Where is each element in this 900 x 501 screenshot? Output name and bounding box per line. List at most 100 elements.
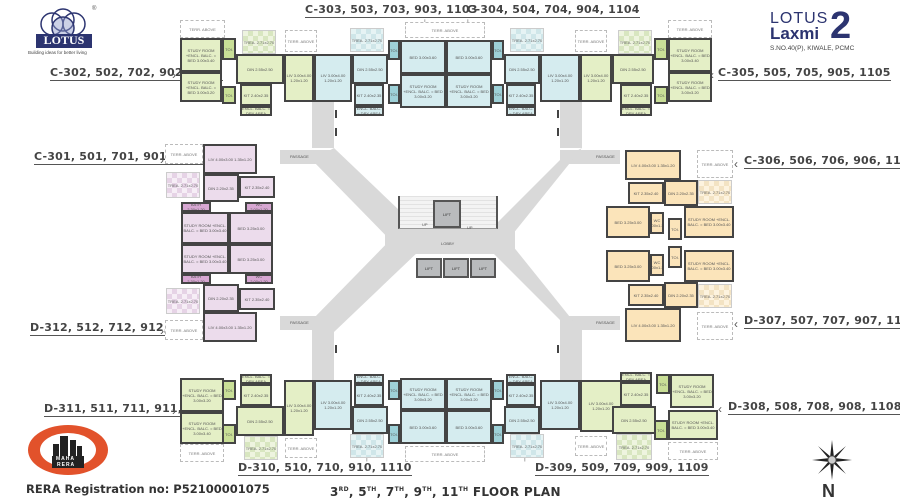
unit-label-c302: C-302, 502, 702, 902, 1102 — [50, 66, 223, 81]
terrace-trea: TREA. 2.71x2.70 — [244, 436, 278, 460]
room-kit: KIT 2.40x2.35 — [620, 382, 652, 406]
room-toilet: TOI. — [668, 218, 682, 240]
room-dry: ENCL. BALC. = DRY AREA — [354, 374, 384, 384]
room-bed: BED 3.00x3.60 — [446, 40, 492, 74]
arrow-left-icon: ‹ — [734, 317, 738, 331]
terrace-trea: TREA. 2.71x2.70 — [616, 434, 652, 460]
project-name-line2: Laxmi — [770, 24, 820, 43]
room-din: DIN 2.55x2.50 — [236, 54, 284, 84]
room-liv: LIV 4.00x3.00 1.35x1.20 — [625, 150, 681, 180]
room-toilet: WC 2.00x1.20 — [650, 254, 664, 276]
room-study: STUDY ROOM +ENCL. BALC. = BED 3.00x3.40 — [181, 244, 229, 274]
room-kit: KIT 2.35x2.40 — [239, 176, 275, 198]
arrow-right-icon: › — [172, 68, 176, 82]
room-study: STUDY ROOM +ENCL. BALC. = BED 3.00x3.20 — [670, 374, 714, 408]
room-kit: KIT 2.40x2.35 — [506, 84, 536, 106]
room-bed: BED 3.25x3.00 — [606, 206, 650, 238]
terrace-above: TERR. ABOVE — [180, 444, 224, 462]
room-toilet: TOI. — [388, 424, 400, 444]
tagline: Building ideas for better living — [28, 50, 87, 55]
terrace-trea: TREA. 2.71x2.70 — [350, 434, 384, 458]
room-din: DIN 2.55x2.50 — [352, 54, 388, 84]
room-study: STUDY ROOM +ENCL. BALC. = BED 3.00x3.20 — [446, 378, 492, 410]
room-wc: WC 2.00x1.20 — [245, 274, 273, 284]
room-wc: WC 2.00x1.20 — [245, 202, 273, 212]
room-study: STUDY ROOM +ENCL. BALC. = BED 3.00x3.20 — [180, 378, 224, 412]
room-liv: LIV 3.00x4.00 1.20x1.20 — [314, 54, 352, 102]
terrace-trea: TREA. 2.71x2.70 — [166, 288, 200, 314]
room-din: DIN 2.55x2.50 — [612, 406, 656, 434]
room-toilet: TOI. — [388, 380, 400, 400]
passage-label: PASSAGE — [290, 320, 309, 325]
room-toilet: WC 2.00x1.20 — [650, 212, 664, 234]
terrace-trea: TREA. 2.71x2.70 — [242, 30, 276, 54]
terrace-above: TERR. ABOVE — [285, 30, 317, 52]
unit-label-d312: D-312, 512, 712, 912, 1112 — [30, 321, 204, 336]
room-liv: LIV 4.00x3.00 1.35x1.20 — [625, 308, 681, 342]
room-liv: LIV 3.00x4.00 1.20x1.20 — [284, 54, 314, 102]
room-liv: LIV 4.00x3.00 1.35x1.20 — [203, 312, 257, 342]
terrace-trea: TREA. 2.71x2.70 — [698, 180, 732, 204]
room-din: DIN 2.20x2.35 — [664, 180, 698, 206]
room-toilet: TOI. — [222, 424, 236, 444]
terrace-trea: TREA. 2.71x2.70 — [510, 434, 544, 458]
terrace-trea: TREA. 2.71x2.70 — [618, 30, 652, 54]
room-din: DIN 2.20x2.35 — [664, 282, 698, 308]
compass-rose-icon — [812, 440, 852, 480]
room-kit: KIT 2.40x2.35 — [240, 84, 272, 106]
terrace-above: TERR. ABOVE — [575, 436, 607, 456]
room-study: STUDY ROOM +ENCL. BALC. = BED 3.00x3.20 — [400, 74, 446, 108]
room-din: DIN 2.55x2.50 — [236, 406, 284, 436]
terrace-above: TERR. ABOVE — [575, 30, 607, 52]
room-bath: BATH 2.30x1.20 — [181, 274, 211, 284]
room-bed: BED 3.25x3.00 — [229, 244, 273, 274]
room-toilet: TOI. — [654, 38, 668, 60]
terrace-above: TERR. ABOVE — [285, 438, 317, 458]
room-dry: ENCL. BALC. = DRY AREA — [506, 106, 536, 116]
unit-label-d308: D-308, 508, 708, 908, 1108 — [728, 400, 900, 415]
terrace-above: TERR. ABOVE — [180, 20, 225, 38]
unit-label-c301: C-301, 501, 701, 901, 1101 — [34, 150, 207, 165]
compass-north-label: N — [822, 481, 835, 501]
room-toilet: TOI. — [654, 420, 668, 440]
arrow-right-icon: › — [160, 153, 164, 167]
lobby-label: LOBBY — [441, 241, 455, 246]
unit-label-c305: C-305, 505, 705, 905, 1105 — [718, 66, 891, 81]
room-liv: LIV 4.00x3.00 1.35x1.20 — [203, 144, 257, 174]
room-bed: BED 3.00x3.60 — [400, 410, 446, 444]
room-dry: ENCL. BALC. = DRY AREA — [506, 374, 536, 384]
arrow-left-icon: ‹ — [734, 157, 738, 171]
room-kit: KIT 2.40x2.35 — [354, 84, 384, 106]
room-kit: KIT 2.40x2.35 — [240, 384, 272, 406]
room-din: DIN 2.55x2.50 — [504, 54, 540, 84]
lift-3: LIFT — [470, 258, 496, 278]
room-liv: LIV 3.00x4.00 1.20x1.20 — [580, 54, 612, 102]
room-study: STUDY ROOM +ENCL. BALC. = BED 3.00x3.40 — [668, 410, 718, 440]
terrace-trea: TREA. 2.71x2.70 — [510, 28, 544, 52]
room-toilet: TOI. — [388, 84, 400, 104]
room-liv: LIV 3.00x4.00 1.20x1.20 — [540, 380, 580, 430]
project-name-line1: LOTUS — [770, 10, 829, 27]
room-study: STUDY ROOM +ENCL. BALC. = BED 3.00x3.40 — [684, 206, 734, 238]
room-dry: ENCL. BALC. = DRY AREA — [354, 106, 384, 116]
room-toilet: TOI. — [654, 86, 668, 104]
lift-2: LIFT — [443, 258, 469, 278]
passage-label: PASSAGE — [596, 320, 615, 325]
terrace-trea: TREA. 2.71x2.70 — [350, 28, 384, 52]
room-study: STUDY ROOM +ENCL. BALC. = BED 3.00x3.20 — [400, 378, 446, 410]
passage-label: PASSAGE — [596, 154, 615, 159]
rera-registration: RERA Registration no: P52100001075 — [26, 482, 270, 496]
room-toilet: TOI. — [222, 38, 236, 60]
room-study: STUDY ROOM +ENCL. BALC. = BED 3.00x3.40 — [180, 412, 224, 444]
room-toilet: TOI. — [492, 424, 504, 444]
room-din: DIN 2.20x2.35 — [203, 284, 239, 312]
unit-label-d307: D-307, 507, 707, 907, 1107 — [744, 314, 900, 329]
terrace-above: TERR. ABOVE — [668, 20, 712, 38]
room-liv: LIV 3.00x4.00 1.20x1.20 — [314, 380, 352, 430]
project-logo: LOTUS Laxmi 2 S.NO.40(P), KIWALE, PCMC — [760, 6, 880, 58]
room-liv: LIV 3.00x4.00 1.20x1.20 — [284, 380, 314, 436]
room-toilet: TOI. — [388, 40, 400, 60]
room-toilet: TOI. — [492, 84, 504, 104]
room-din: DIN 2.20x2.35 — [203, 174, 239, 202]
arrow-left-icon: ‹ — [718, 402, 722, 416]
